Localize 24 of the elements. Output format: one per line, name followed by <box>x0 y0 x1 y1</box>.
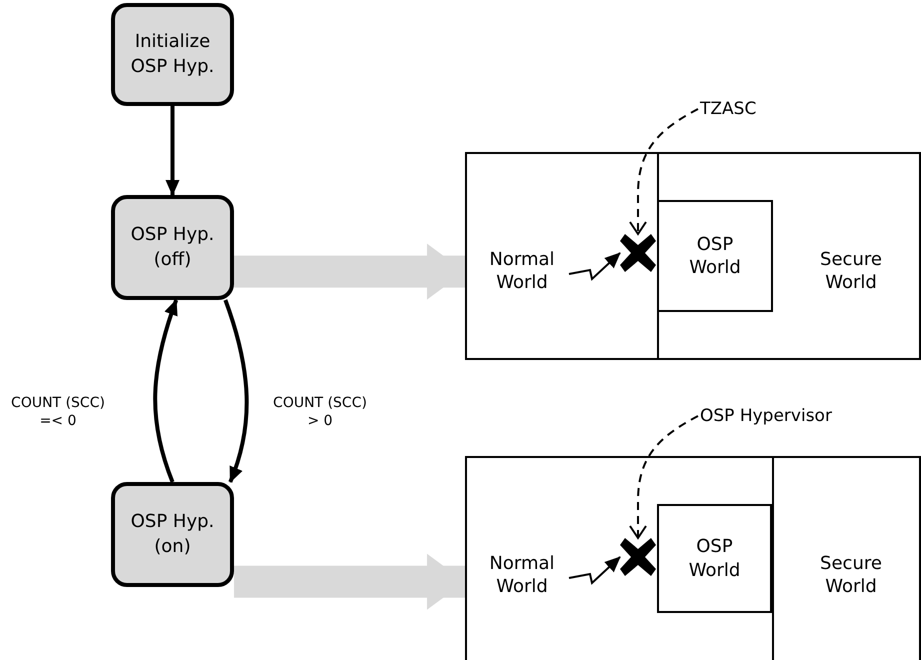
world-label: Normal World <box>477 245 567 297</box>
arrow <box>153 299 178 483</box>
arrow <box>166 106 180 196</box>
cross-mark-icon <box>620 538 656 576</box>
world-label: Normal World <box>477 549 567 601</box>
world-box: OSP World <box>657 504 772 613</box>
world-label: Secure World <box>806 549 896 601</box>
world-box: OSP World <box>657 200 773 312</box>
arrow <box>568 252 621 281</box>
dashed-arrow <box>629 415 698 539</box>
world-panel <box>465 152 921 360</box>
world-label: Secure World <box>806 245 896 297</box>
callout-text: TZASC <box>700 96 790 122</box>
callout-text: OSP Hypervisor <box>700 402 900 430</box>
world-panel <box>465 456 921 660</box>
dashed-arrow <box>629 108 698 235</box>
state-box: Initialize OSP Hyp. <box>111 3 234 106</box>
arrow <box>568 556 621 585</box>
state-box: OSP Hyp. (off) <box>111 195 234 300</box>
block-arrow <box>234 554 465 610</box>
cross-mark-icon <box>620 234 656 272</box>
arrow <box>224 299 249 483</box>
state-box: OSP Hyp. (on) <box>111 482 234 587</box>
block-arrow <box>234 244 465 300</box>
